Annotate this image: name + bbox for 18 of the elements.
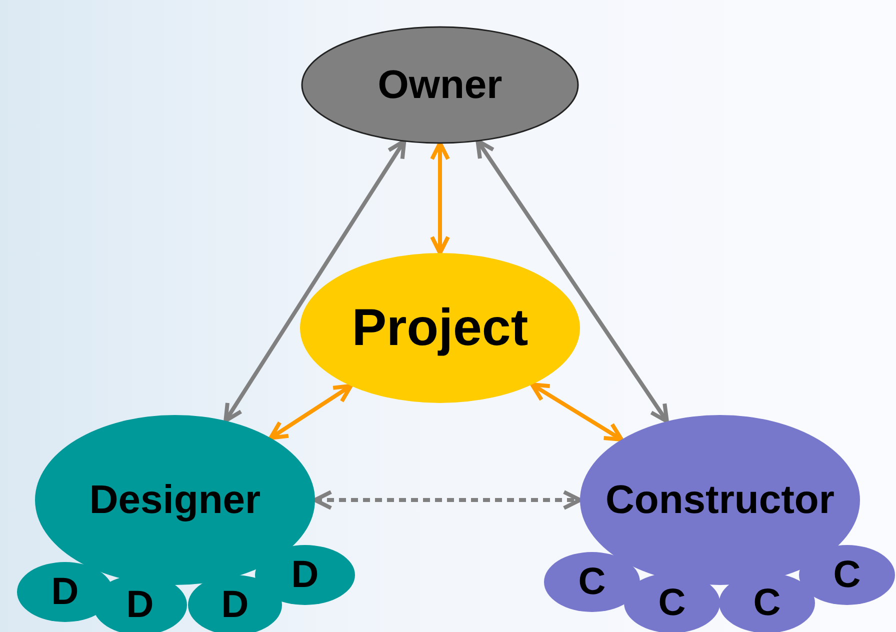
dashed-arrow: [313, 490, 582, 510]
node-label: C: [833, 554, 861, 596]
double-arrow: [530, 382, 624, 442]
node-label: Designer: [89, 478, 261, 522]
node-label: D: [221, 584, 249, 626]
node-label: D: [126, 584, 154, 626]
node-label: Constructor: [606, 478, 834, 522]
node-label: D: [291, 554, 319, 596]
node-label: C: [753, 582, 781, 624]
double-arrow: [224, 139, 406, 423]
node-label: Project: [352, 298, 528, 358]
double-arrow: [268, 384, 353, 440]
double-arrow: [430, 141, 450, 255]
node-label: C: [578, 560, 606, 604]
node-label: D: [51, 570, 79, 614]
double-arrow: [476, 138, 669, 424]
node-label: Owner: [378, 62, 502, 108]
node-label: C: [658, 582, 686, 624]
